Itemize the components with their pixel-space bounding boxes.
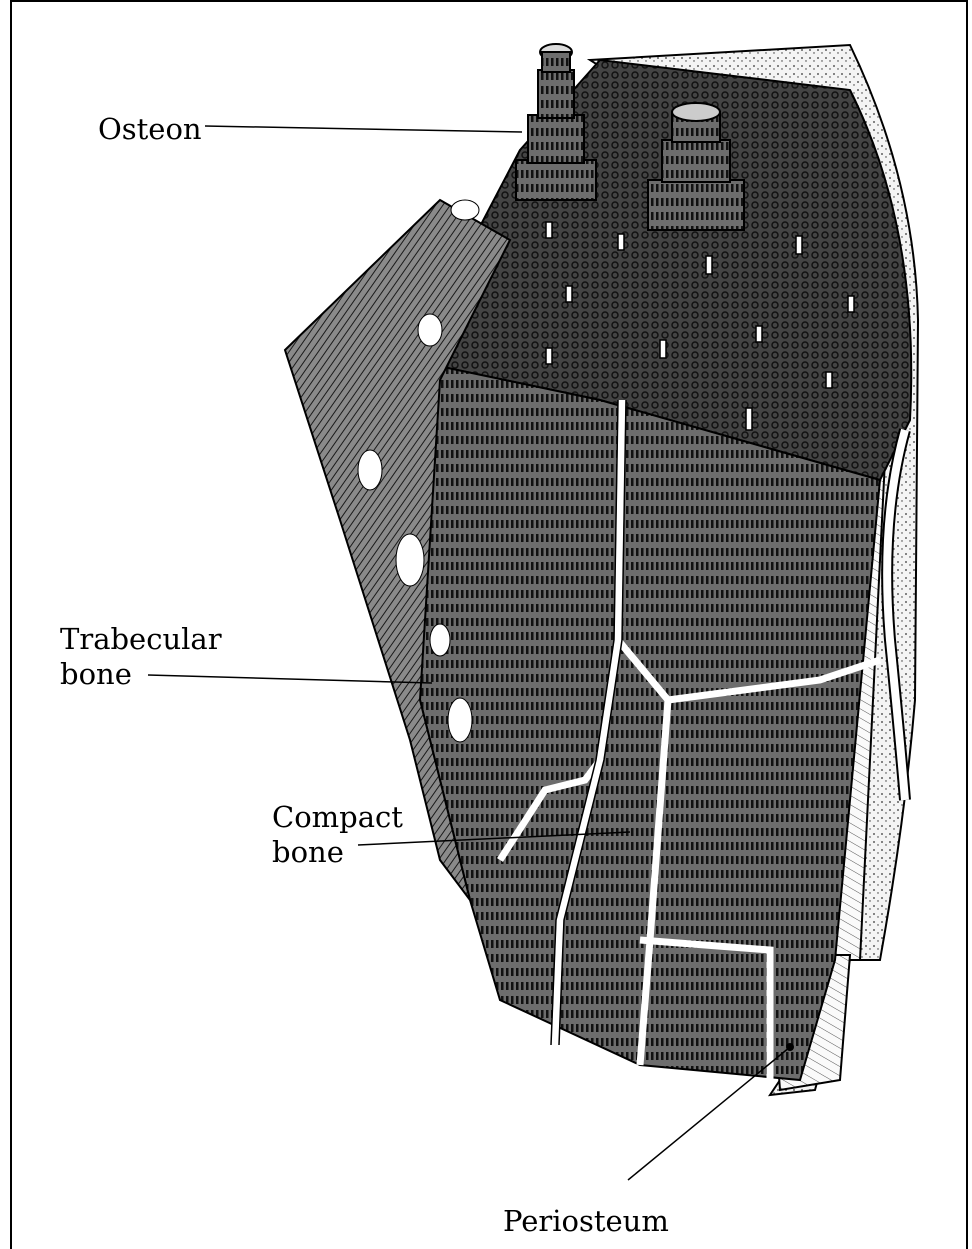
label-osteon: Osteon <box>98 112 202 147</box>
label-trabecular-bone: Trabecular bone <box>60 622 222 692</box>
label-periosteum: Periosteum <box>503 1204 669 1239</box>
label-compact-bone: Compact bone <box>272 800 403 870</box>
